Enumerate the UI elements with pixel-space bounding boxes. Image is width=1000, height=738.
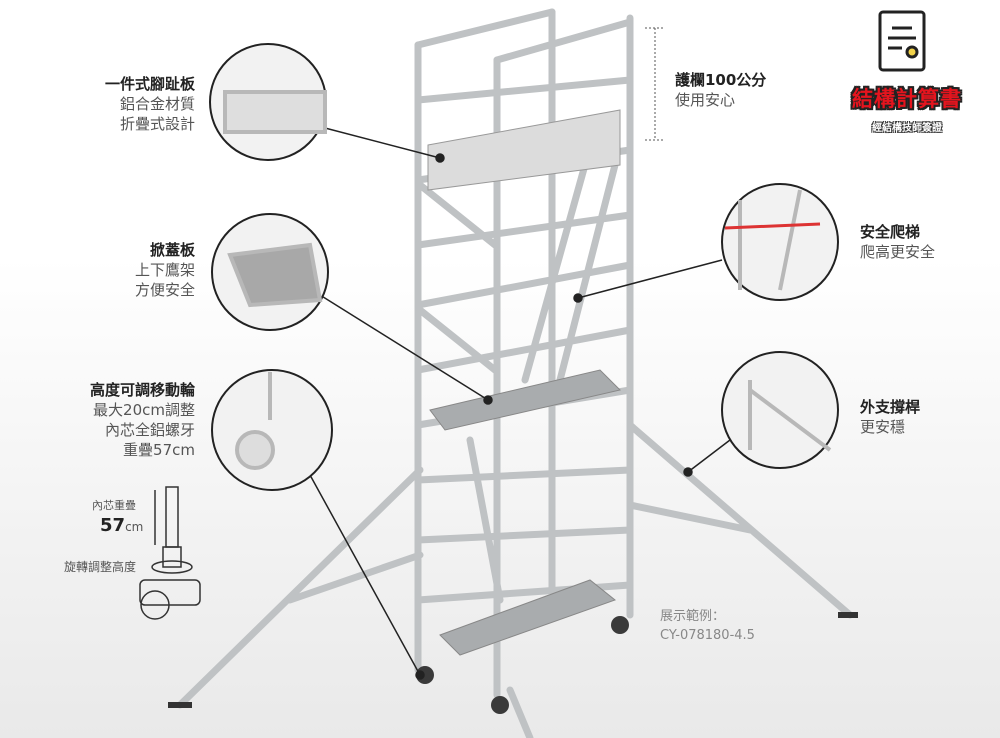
callout-title: 掀蓋板: [149, 241, 195, 259]
callout-caster: 高度可調移動輪 最大20cm調整 內芯全鋁螺牙 重疊57cm: [90, 380, 195, 460]
callout-line: 內芯全鋁螺牙: [104, 421, 195, 439]
structural-calc-badge: 結構計算書 經結構技師簽證: [842, 8, 972, 134]
caster-mini-diagram: [139, 486, 201, 620]
callout-line: 折疊式設計: [119, 115, 195, 133]
callout-title: 護欄100公分: [675, 71, 767, 89]
callout-ladder: 安全爬梯 爬高更安全: [860, 222, 935, 262]
callout-line: 使用安心: [675, 91, 736, 109]
callout-line: 爬高更安全: [860, 243, 936, 261]
callout-guardrail: 護欄100公分 使用安心: [675, 70, 766, 110]
badge-subtitle: 經結構技師簽證: [872, 123, 942, 134]
callout-line: 最大20cm調整: [93, 401, 195, 419]
rotate-label: 旋轉調整高度: [64, 560, 137, 574]
callout-toe-board: 一件式腳趾板 鋁合金材質 折疊式設計: [105, 74, 195, 134]
model-code: CY-078180-4.5: [660, 628, 755, 643]
callout-hatch: 掀蓋板 上下鷹架 方便安全: [135, 240, 195, 300]
overlap-label: 內芯重疊: [92, 499, 136, 512]
callout-line: 鋁合金材質: [119, 95, 195, 113]
badge-title: 結構計算書: [849, 87, 965, 111]
overlap-unit: cm: [125, 520, 144, 534]
platforms: [429, 369, 621, 656]
callout-line: 上下鷹架: [134, 261, 195, 279]
guardrail-dimension: [645, 27, 665, 141]
leader-lines: [309, 127, 731, 680]
document-icon: [878, 10, 926, 72]
overlap-value: 57cm: [100, 515, 144, 536]
callout-outrigger: 外支撐桿 更安穩: [860, 397, 920, 437]
toe-board: [427, 109, 621, 191]
callout-line: 方便安全: [134, 281, 195, 299]
callout-line: 更安穩: [860, 418, 906, 436]
ladder-detail-circle: [721, 183, 839, 301]
model-label: 展示範例：: [660, 609, 726, 624]
model-info: 展示範例： CY-078180-4.5: [660, 607, 755, 645]
callout-title: 高度可調移動輪: [89, 381, 195, 399]
callout-line: 重疊57cm: [123, 441, 195, 459]
callout-title: 一件式腳趾板: [104, 75, 195, 93]
callout-title: 外支撐桿: [860, 398, 921, 416]
callout-title: 安全爬梯: [860, 223, 921, 241]
